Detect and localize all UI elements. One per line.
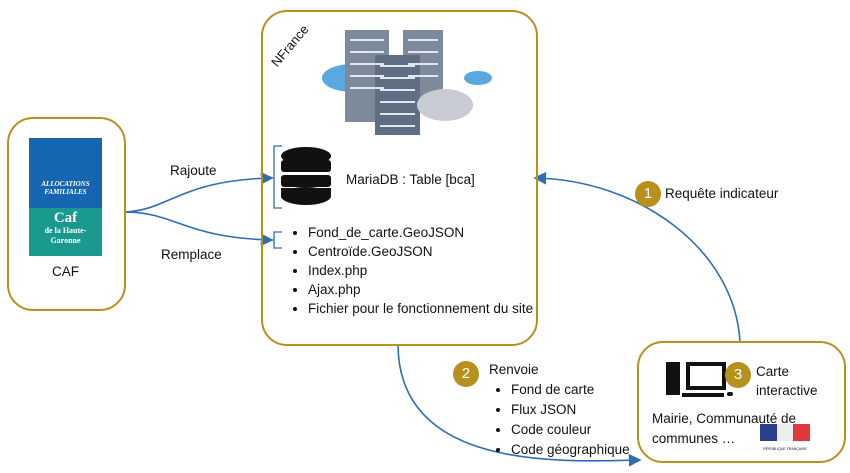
remplace-label: Remplace [161,247,222,262]
server-icon [322,30,492,135]
step2-badge: 2 [453,361,479,387]
carte-label-2: interactive [756,383,818,398]
arrow-requete [533,171,741,343]
mairie-desc-2: communes … [652,431,736,446]
step2-item: Code couleur [511,420,630,440]
db-label: MariaDB : Table [bca] [346,172,475,187]
mairie-box [637,341,846,463]
arrow-renvoie [397,345,642,467]
file-item: Centroïde.GeoJSON [308,242,538,261]
step2-item: Code géographique [511,440,630,460]
republique-francaise-logo: RÉPUBLIQUE FRANÇAISE [760,424,811,454]
step1-badge: 1 [635,181,661,207]
step3-badge: 3 [725,362,751,388]
file-item: Fond_de_carte.GeoJSON [308,223,538,242]
carte-label-1: Carte [756,364,790,379]
mairie-desc-1: Mairie, Communauté de [652,411,797,426]
step2-item: Fond de carte [511,380,630,400]
step2-list: Fond de carte Flux JSON Code couleur Cod… [493,380,630,460]
caf-box [7,117,126,311]
arrow-remplace [124,211,274,247]
file-item: Fichier pour le fonctionnement du site [308,299,538,318]
computer-icon [666,362,733,397]
file-item: Index.php [308,261,538,280]
file-item: Ajax.php [308,280,538,299]
file-list: Fond_de_carte.GeoJSON Centroïde.GeoJSON … [290,223,538,318]
rajoute-label: Rajoute [170,163,217,178]
step1-label: Requête indicateur [665,186,779,201]
database-icon [281,147,331,205]
nfrance-box [261,10,538,346]
step2-label: Renvoie [489,362,539,377]
brace-db [270,145,282,209]
arrow-rajoute [124,171,274,213]
caf-label: CAF [52,264,79,279]
brace-files [270,231,282,249]
step2-item: Flux JSON [511,400,630,420]
